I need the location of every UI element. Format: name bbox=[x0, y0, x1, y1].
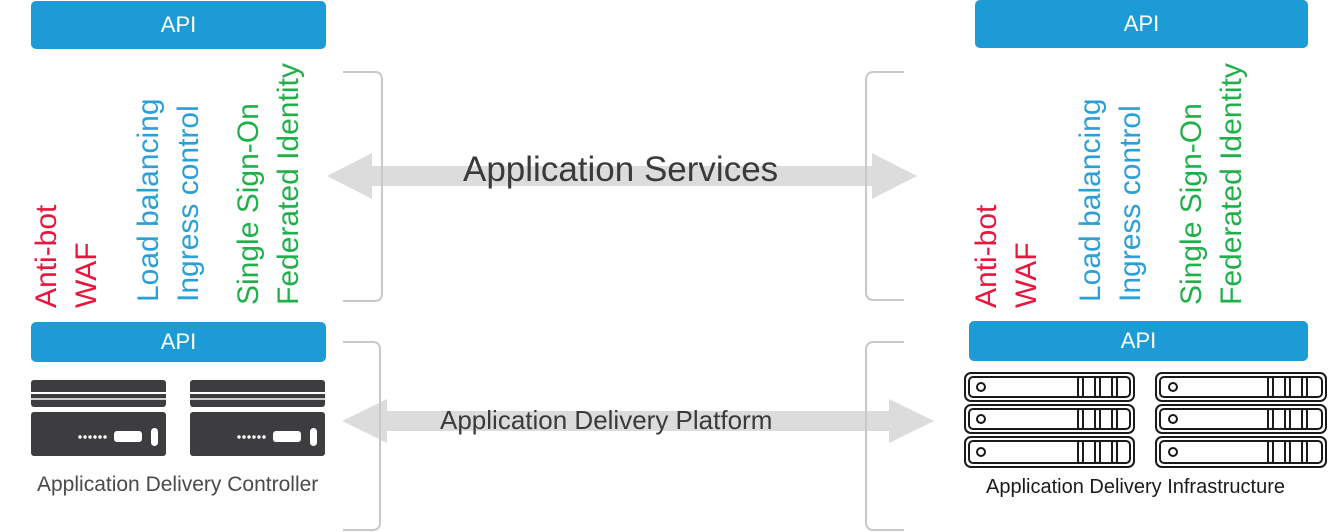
left-caption: Application Delivery Controller bbox=[37, 473, 319, 496]
application-services-arrow bbox=[327, 153, 917, 199]
adc-device-left-icon bbox=[31, 380, 166, 456]
server-unit-icon bbox=[1155, 404, 1327, 434]
left-bottom-bracket bbox=[343, 341, 381, 531]
left-top-api-bar: API bbox=[31, 1, 326, 49]
left-top-bracket bbox=[343, 71, 383, 302]
left-bottom-api-bar: API bbox=[31, 322, 326, 362]
server-unit-icon bbox=[964, 436, 1135, 468]
right-bottom-bracket bbox=[865, 341, 904, 531]
right-top-api-bar: API bbox=[975, 0, 1308, 48]
server-unit-icon bbox=[1155, 372, 1327, 402]
server-unit-icon bbox=[1155, 436, 1327, 468]
right-bottom-api-bar: API bbox=[969, 321, 1308, 361]
application-services-label: Application Services bbox=[463, 150, 779, 189]
application-delivery-platform-label: Application Delivery Platform bbox=[440, 405, 773, 435]
server-unit-icon bbox=[964, 404, 1135, 434]
right-top-bracket bbox=[865, 71, 904, 301]
right-caption: Application Delivery Infrastructure bbox=[986, 476, 1286, 498]
application-delivery-platform-arrow bbox=[342, 399, 934, 443]
server-unit-icon bbox=[964, 372, 1135, 402]
adc-device-right-icon bbox=[190, 380, 325, 456]
